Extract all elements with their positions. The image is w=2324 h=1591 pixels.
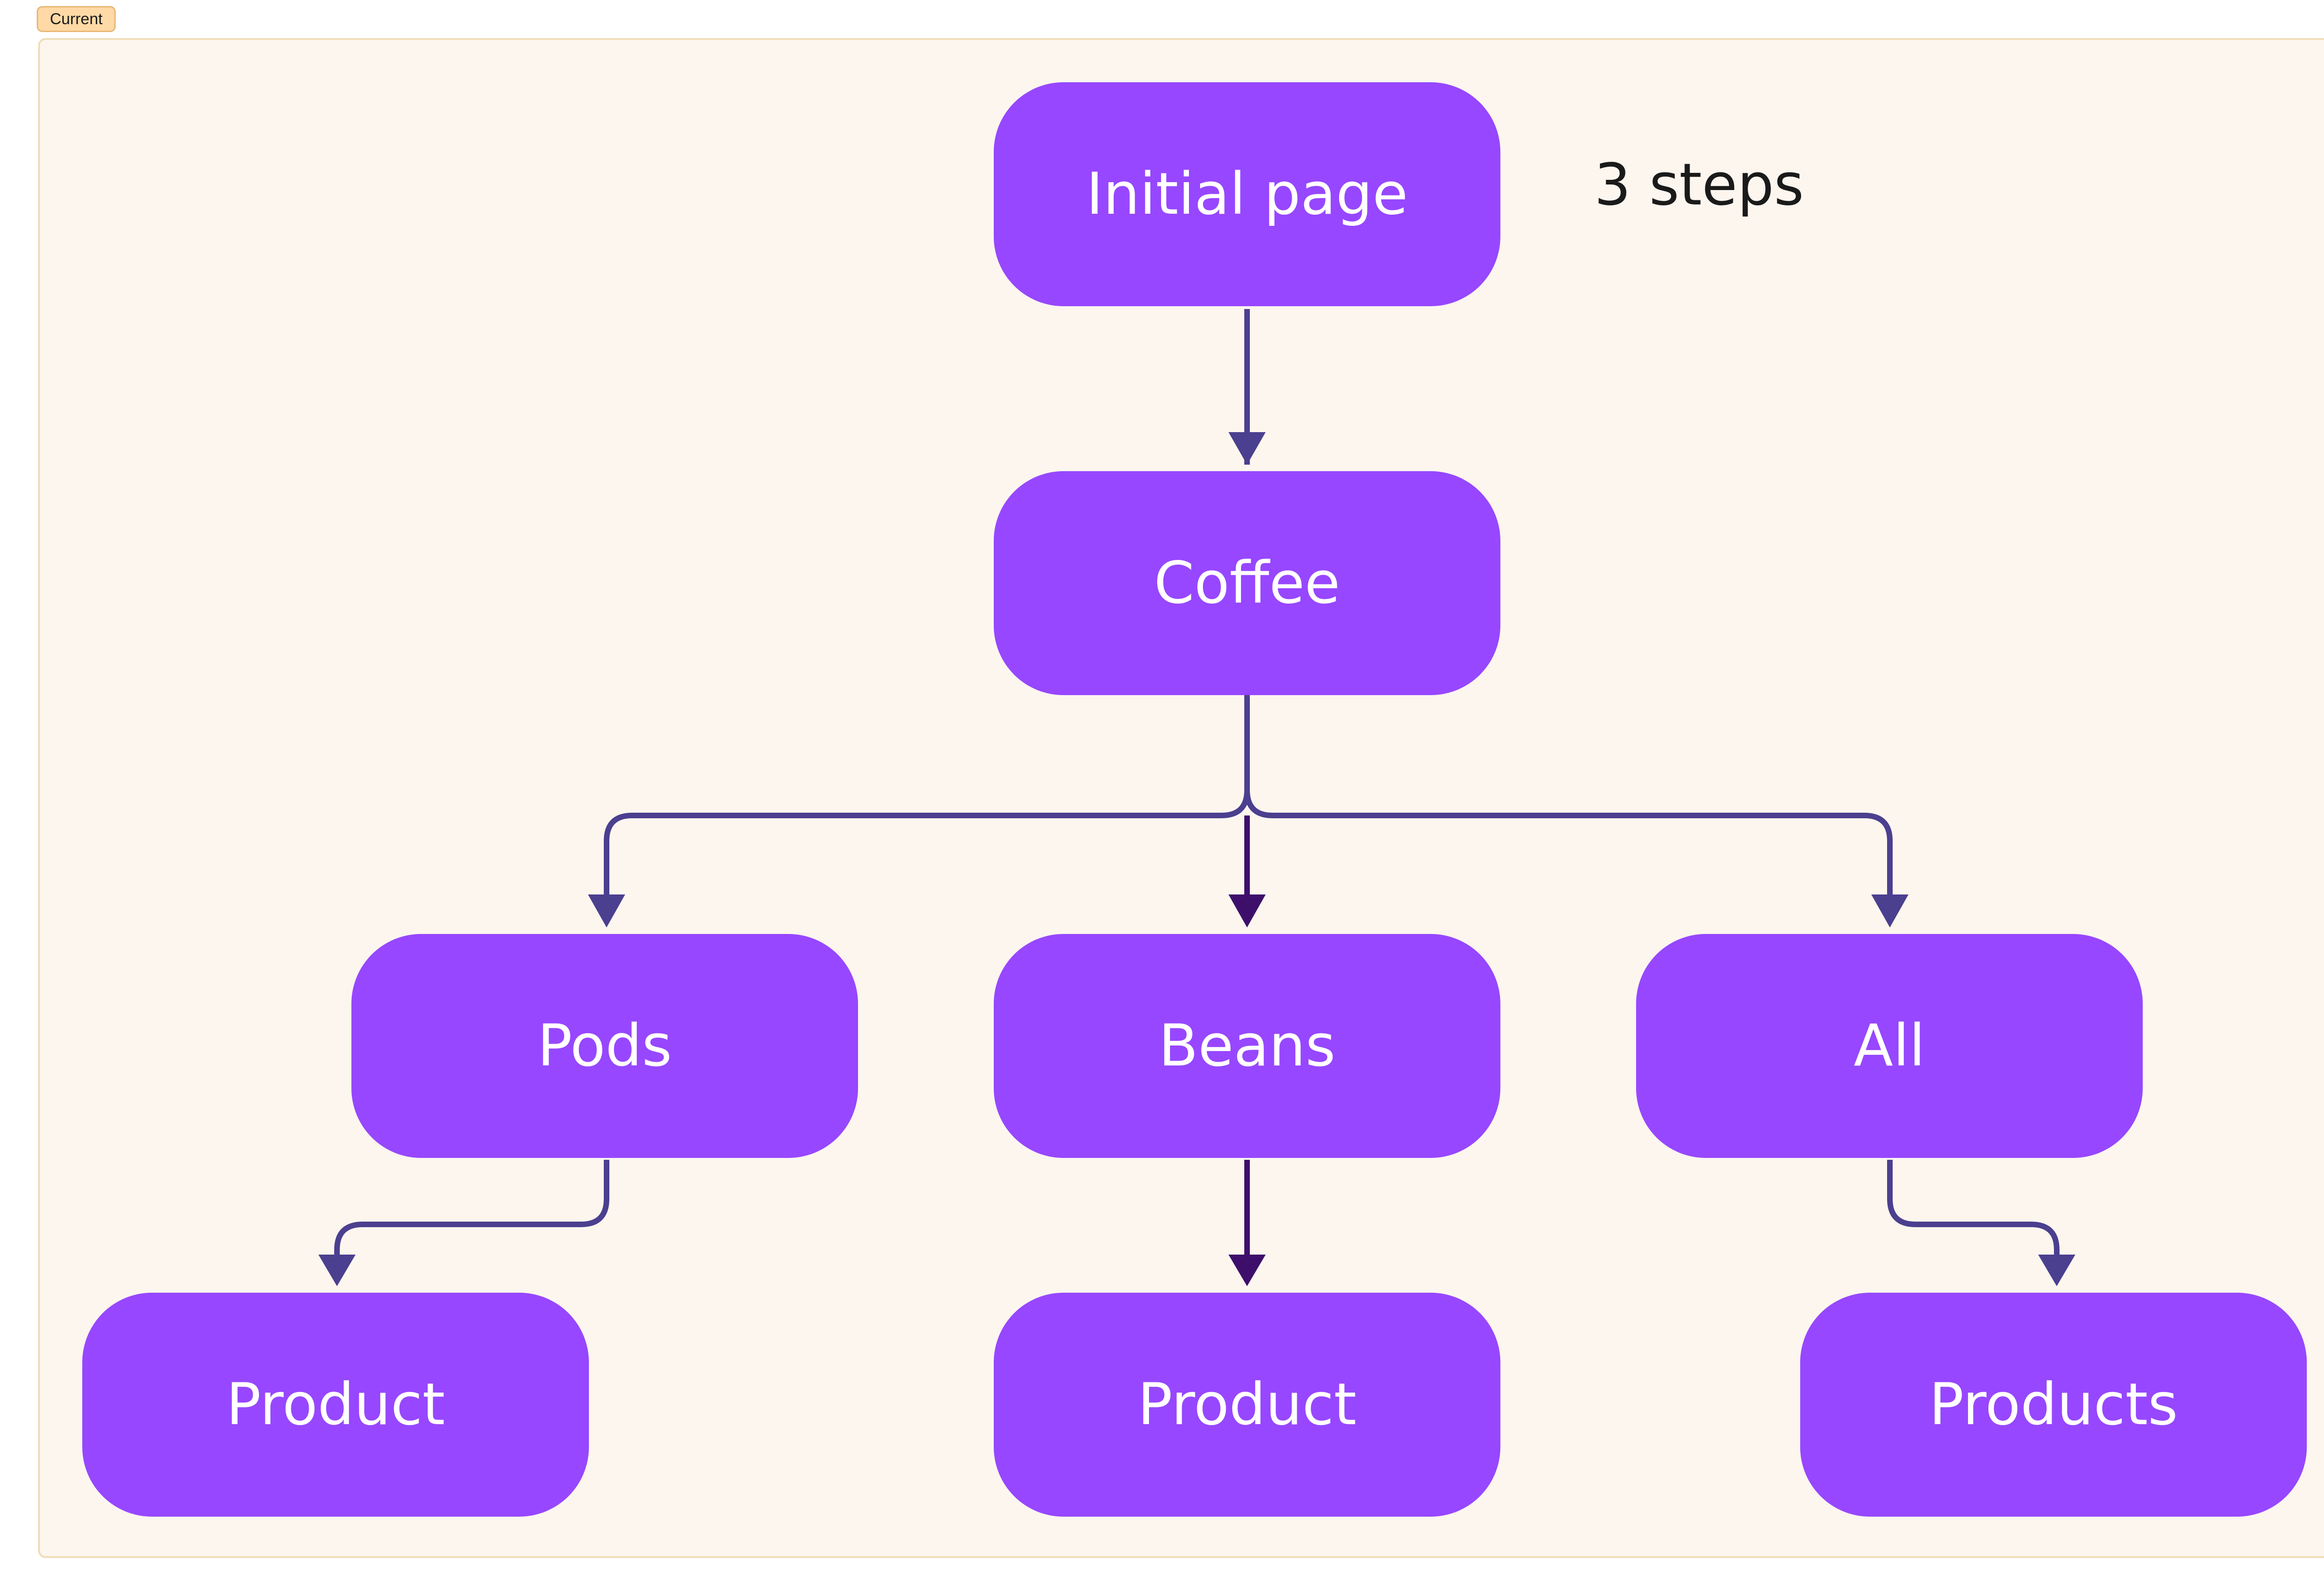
node-coffee[interactable]: Coffee bbox=[994, 471, 1500, 695]
node-all-products[interactable]: Products bbox=[1800, 1293, 2307, 1517]
connector-all-to-products bbox=[1887, 1160, 2060, 1255]
arrowhead-beans-product bbox=[1228, 1255, 1266, 1286]
arrowhead-pods-product bbox=[318, 1255, 356, 1286]
node-pods-product[interactable]: Product bbox=[82, 1293, 589, 1517]
node-pods[interactable]: Pods bbox=[351, 934, 858, 1158]
connector-coffee-to-all bbox=[1244, 695, 1893, 894]
arrowhead-pods bbox=[588, 894, 625, 927]
arrowhead-all-products bbox=[2038, 1255, 2075, 1286]
node-beans[interactable]: Beans bbox=[994, 934, 1500, 1158]
node-initial-page[interactable]: Initial page bbox=[994, 82, 1500, 306]
frame-label[interactable]: Current bbox=[37, 6, 116, 32]
node-all[interactable]: All bbox=[1636, 934, 2143, 1158]
arrowhead-coffee bbox=[1228, 432, 1266, 465]
connector-coffee-to-pods bbox=[604, 695, 1250, 894]
steps-count-label[interactable]: 3 steps bbox=[1594, 151, 1804, 218]
arrowhead-all bbox=[1871, 894, 1908, 927]
arrowhead-beans bbox=[1228, 894, 1266, 927]
node-beans-product[interactable]: Product bbox=[994, 1293, 1500, 1517]
connector-pods-to-product bbox=[334, 1160, 609, 1255]
